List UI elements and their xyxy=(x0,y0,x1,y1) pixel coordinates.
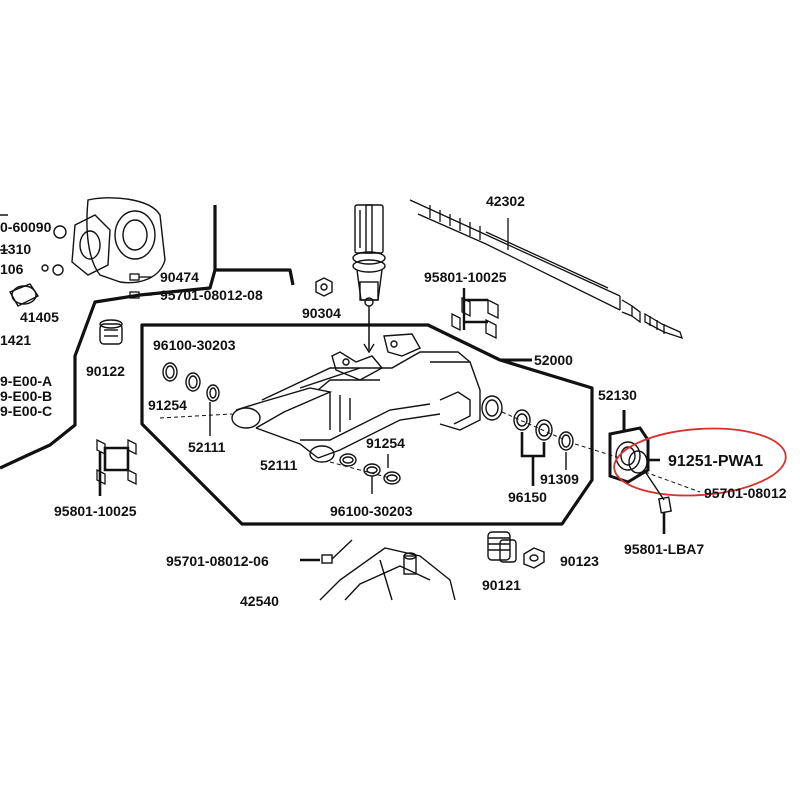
label-42540: 42540 xyxy=(240,593,279,609)
label-96150: 96150 xyxy=(508,489,547,505)
bottom-bracket-42540 xyxy=(319,547,456,601)
label-90304: 90304 xyxy=(302,305,341,321)
swing-arm-52000 xyxy=(231,333,503,463)
small-screws xyxy=(129,273,152,299)
bearing-set-bottom xyxy=(339,453,401,494)
highlight-circle xyxy=(613,427,787,497)
label-96100-30203-bottom: 96100-30203 xyxy=(330,503,413,519)
label-1421: 1421 xyxy=(0,332,31,348)
label-91254-bottom: 91254 xyxy=(366,435,405,451)
label-91251-pwa1: 91251-PWA1 xyxy=(668,453,763,470)
label-95801-lba7: 95801-LBA7 xyxy=(624,541,704,557)
bushing-90122 xyxy=(99,319,123,345)
label-52000: 52000 xyxy=(534,352,573,368)
label-106: 106 xyxy=(0,261,24,277)
drive-shaft-42302 xyxy=(409,199,684,340)
bearing-set-right xyxy=(513,409,574,486)
screw-95701-08012-06 xyxy=(300,539,353,564)
label-96100-30203-top: 96100-30203 xyxy=(153,337,236,353)
label-90474: 90474 xyxy=(160,269,199,285)
label-95701-08012-08: 95701-08012-08 xyxy=(160,287,263,303)
boot-90121 xyxy=(487,531,517,563)
nut-90123 xyxy=(523,547,545,569)
group-border-left xyxy=(0,268,295,470)
label-1310: 1310 xyxy=(0,241,31,257)
label-91254-left: 91254 xyxy=(148,397,187,413)
label-90121: 90121 xyxy=(482,577,521,593)
label-95701-08012-right: 95701-08012 xyxy=(704,485,787,501)
label-90123: 90123 xyxy=(560,553,599,569)
label-52111-bottom: 52111 xyxy=(260,457,298,473)
label-95801-10025-right: 95801-10025 xyxy=(424,269,507,285)
label-42302: 42302 xyxy=(486,193,525,209)
cover-52130 xyxy=(608,410,650,484)
label-41405: 41405 xyxy=(20,309,59,325)
label-9-e00-b: 9-E00-B xyxy=(0,388,52,404)
bolt-95801-lba7 xyxy=(643,469,672,534)
rear-differential-housing xyxy=(0,197,166,307)
bearing-set-left xyxy=(162,362,220,436)
swingarm-group-border xyxy=(140,323,594,526)
label-95801-10025-left: 95801-10025 xyxy=(54,503,137,519)
label-0-60090: 0-60090 xyxy=(0,219,52,235)
bolts-95801-10025-left xyxy=(96,438,137,496)
label-9-e00-c: 9-E00-C xyxy=(0,403,52,419)
label-52130: 52130 xyxy=(598,387,637,403)
label-9-e00-a: 9-E00-A xyxy=(0,373,52,389)
label-95701-08012-06: 95701-08012-06 xyxy=(166,553,269,569)
nut-90304 xyxy=(315,277,333,297)
label-90122: 90122 xyxy=(86,363,125,379)
label-91309: 91309 xyxy=(540,471,579,487)
label-52111-left: 52111 xyxy=(188,439,226,455)
bolts-95801-10025-right xyxy=(451,288,499,340)
assembly-leaders xyxy=(159,411,701,493)
